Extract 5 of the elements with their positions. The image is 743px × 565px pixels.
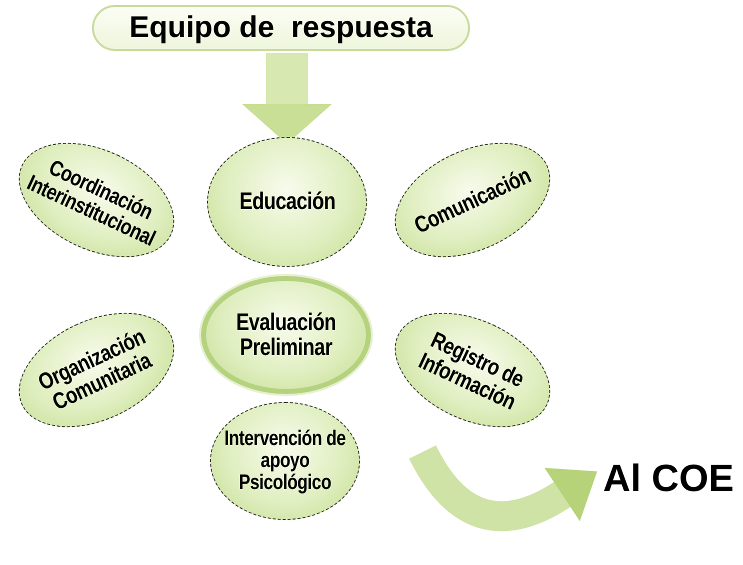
ellipse-label: Intervención de apoyo Psicológico — [224, 428, 346, 494]
ellipse-label: Educación — [239, 189, 335, 215]
ellipse-label: Evaluación Preliminar — [235, 310, 337, 360]
title-pill: Equipo de respuesta — [92, 5, 470, 51]
destination-label: Al COE — [603, 458, 738, 502]
